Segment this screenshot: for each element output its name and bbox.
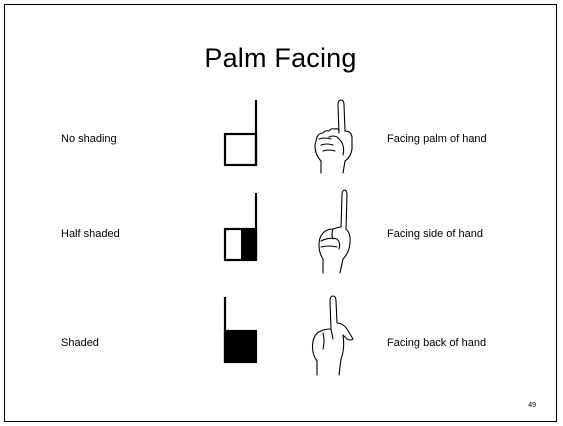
row-description-facing-palm: Facing palm of hand: [387, 132, 487, 146]
row-description-facing-back: Facing back of hand: [387, 336, 486, 350]
slide-title: Palm Facing: [5, 43, 556, 74]
page-number: 49: [528, 402, 536, 409]
row-label-half-shaded: Half shaded: [61, 227, 120, 241]
square-with-stem-right-unshaded-icon: [217, 98, 277, 174]
row-label-shaded: Shaded: [61, 336, 99, 350]
slide: Palm Facing No shading Facing palm of ha…: [4, 4, 557, 422]
hand-back-facing-icon: [303, 293, 357, 379]
row-label-no-shading: No shading: [61, 132, 117, 146]
square-with-stem-left-shaded-icon: [217, 295, 277, 371]
row-description-facing-side: Facing side of hand: [387, 227, 483, 241]
hand-palm-facing-icon: [307, 97, 357, 177]
hand-side-facing-icon: [307, 187, 357, 277]
square-with-stem-right-half-shaded-icon: [217, 191, 277, 269]
